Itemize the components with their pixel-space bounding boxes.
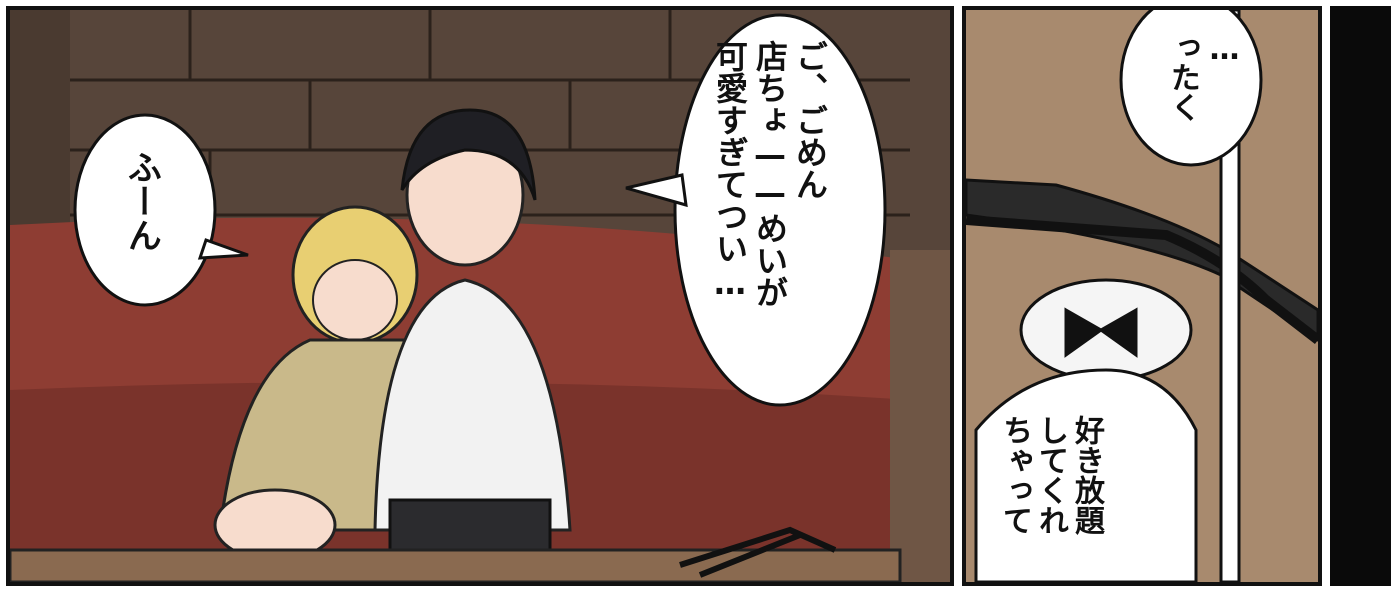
speech-bubble-girl: ふーん bbox=[121, 150, 162, 252]
scene-bowtie-collar bbox=[966, 10, 1318, 582]
speech-bubble-boy: ご、ごめん 店ちょ——めいが 可愛すぎてつい… bbox=[711, 40, 829, 308]
speech-bubble-top: … ったく bbox=[1165, 32, 1242, 122]
scene-sofa-couple bbox=[10, 10, 950, 582]
comic-panel-right bbox=[1330, 6, 1391, 586]
comic-panel-left: ふーん ご、ごめん 店ちょ——めいが 可愛すぎてつい… bbox=[6, 6, 954, 586]
speech-bubble-bottom: 好き放題 してくれ ちゃって bbox=[997, 415, 1104, 535]
comic-panel-middle: … ったく 好き放題 してくれ ちゃって bbox=[962, 6, 1322, 586]
